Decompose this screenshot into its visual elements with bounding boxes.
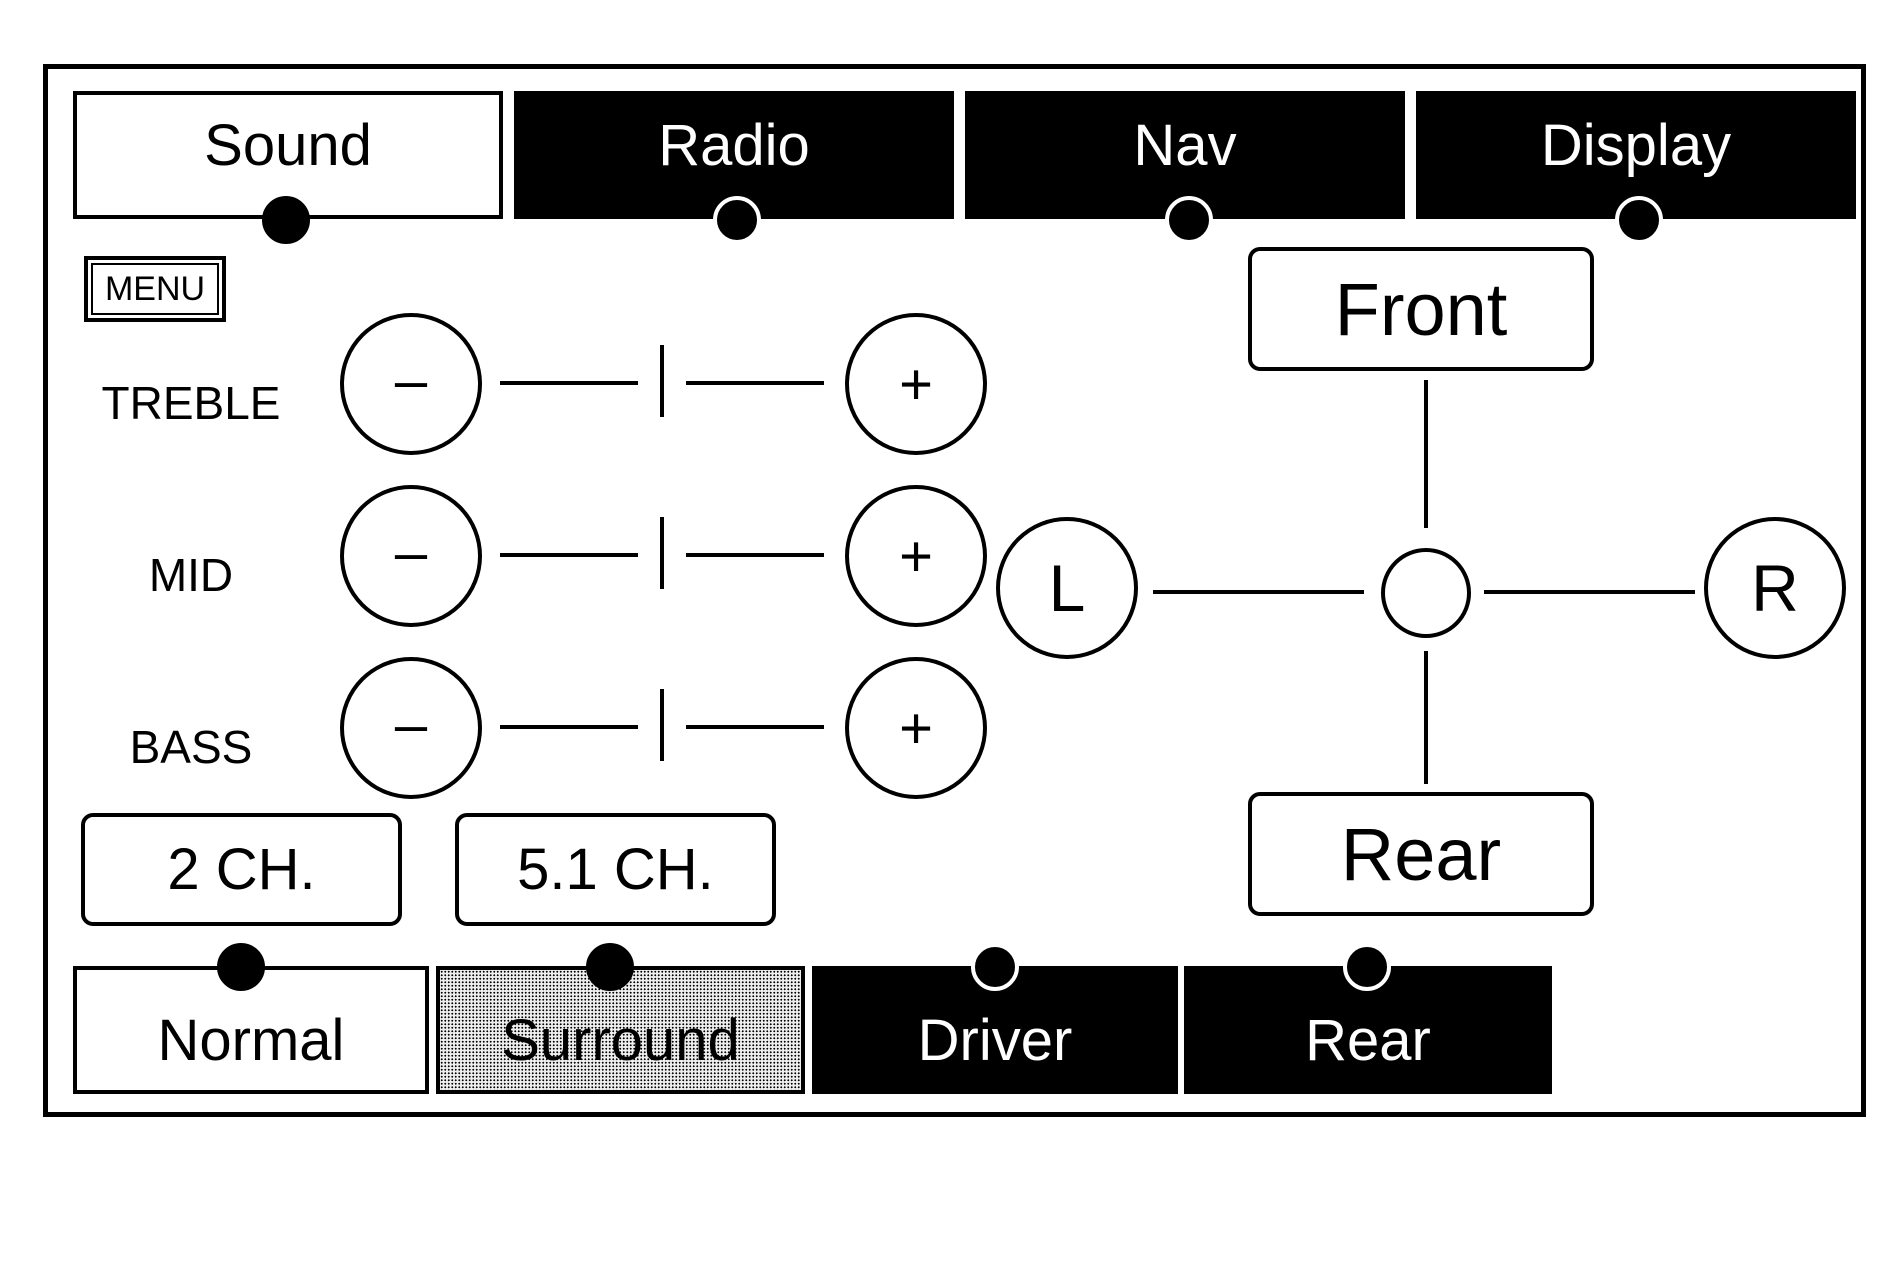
5-1ch-button-label: 5.1 CH. bbox=[517, 837, 714, 902]
5-1ch-button[interactable]: 5.1 CH. bbox=[455, 813, 776, 926]
bass-slider-center-mark[interactable] bbox=[660, 689, 664, 761]
bass-increase-button[interactable]: + bbox=[845, 657, 987, 799]
rear-button-label: Rear bbox=[1340, 812, 1502, 896]
minus-icon: – bbox=[394, 519, 428, 585]
front-button[interactable]: Front bbox=[1248, 247, 1594, 371]
right-button-label: R bbox=[1751, 551, 1799, 625]
menu-button[interactable]: MENU bbox=[84, 256, 226, 322]
mid-label: MID bbox=[148, 549, 234, 601]
left-button[interactable]: L bbox=[996, 517, 1138, 659]
tab-display-label: Display bbox=[1540, 112, 1732, 178]
left-button-label: L bbox=[1048, 551, 1086, 625]
treble-label: TREBLE bbox=[101, 377, 281, 429]
tab-display-indicator bbox=[1615, 196, 1663, 244]
tab-rear-label: Rear bbox=[1305, 1007, 1431, 1073]
bass-slider-track-right bbox=[686, 725, 824, 729]
balance-fade-handle[interactable] bbox=[1381, 548, 1471, 638]
tab-radio-indicator bbox=[713, 196, 761, 244]
treble-decrease-button[interactable]: – bbox=[340, 313, 482, 455]
menu-button-label: MENU bbox=[104, 269, 206, 308]
mid-slider-center-mark[interactable] bbox=[660, 517, 664, 589]
tab-sound-label: Sound bbox=[204, 112, 372, 178]
right-button[interactable]: R bbox=[1704, 517, 1846, 659]
tab-driver-label: Driver bbox=[917, 1007, 1073, 1073]
tab-normal-indicator bbox=[217, 943, 265, 991]
2ch-button-label: 2 CH. bbox=[167, 837, 316, 902]
mid-slider-track-right bbox=[686, 553, 824, 557]
plus-icon: + bbox=[899, 695, 933, 761]
mid-slider-track-left bbox=[500, 553, 638, 557]
treble-slider-track-right bbox=[686, 381, 824, 385]
fade-track-bottom bbox=[1424, 651, 1428, 784]
tab-nav-label: Nav bbox=[1133, 112, 1237, 178]
treble-slider-center-mark[interactable] bbox=[660, 345, 664, 417]
tab-driver-indicator bbox=[971, 943, 1019, 991]
mid-increase-button[interactable]: + bbox=[845, 485, 987, 627]
minus-icon: – bbox=[394, 691, 428, 757]
tab-sound-indicator bbox=[262, 196, 310, 244]
tab-surround-indicator bbox=[586, 943, 634, 991]
minus-icon: – bbox=[394, 347, 428, 413]
bass-slider-track-left bbox=[500, 725, 638, 729]
treble-slider-track-left bbox=[500, 381, 638, 385]
fade-track-top bbox=[1424, 380, 1428, 528]
tab-nav-indicator bbox=[1165, 196, 1213, 244]
balance-track-left bbox=[1153, 590, 1364, 594]
front-button-label: Front bbox=[1334, 267, 1508, 351]
tab-rear-indicator bbox=[1343, 943, 1391, 991]
bass-decrease-button[interactable]: – bbox=[340, 657, 482, 799]
tab-radio-label: Radio bbox=[658, 112, 810, 178]
balance-track-right bbox=[1484, 590, 1695, 594]
tab-surround-label: Surround bbox=[501, 1007, 740, 1073]
bass-label: BASS bbox=[129, 721, 253, 773]
mid-decrease-button[interactable]: – bbox=[340, 485, 482, 627]
plus-icon: + bbox=[899, 351, 933, 417]
2ch-button[interactable]: 2 CH. bbox=[81, 813, 402, 926]
tab-normal-label: Normal bbox=[157, 1007, 345, 1073]
treble-increase-button[interactable]: + bbox=[845, 313, 987, 455]
rear-button[interactable]: Rear bbox=[1248, 792, 1594, 916]
plus-icon: + bbox=[899, 523, 933, 589]
